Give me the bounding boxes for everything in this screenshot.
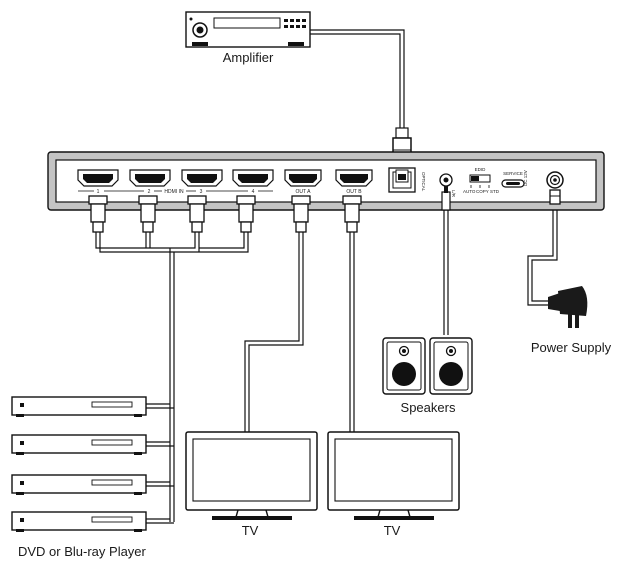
hdmi-in-1-port [77,169,119,187]
player-4 [11,511,147,532]
service-usb-port [501,179,525,188]
hdmi-out-b-port [335,169,373,187]
out-b-cable [349,232,355,432]
sources-label: DVD or Blu-ray Player [18,544,147,559]
hdmi-plug-in-1 [88,195,108,233]
speaker-right [429,337,473,395]
hdmi-in-title: HDMI IN [164,189,184,195]
amplifier-label: Amplifier [223,50,274,65]
hdmi-plug-in-3 [187,195,207,233]
hdmi-input-cables [95,232,249,522]
player-2 [11,434,147,455]
hdmi-plug-out-b [342,195,362,233]
edid-switch [469,174,491,188]
player-3 [11,474,147,495]
hdmi-plugs [88,195,362,233]
edid-label: EDID [475,167,487,172]
speaker-left [382,337,426,395]
dc-power-port [546,171,564,205]
cables [95,29,558,524]
power-adapter [548,286,588,328]
hdmi-out-a-port [284,169,322,187]
player-cables [146,403,174,524]
hdmi-in-3-label: 3 [200,189,203,195]
service-label: SERVICE [503,171,523,176]
hdmi-in-4-port [232,169,274,187]
edid-copy-label: COPY [476,189,489,194]
tv-a-label: TV [242,523,259,538]
hdmi-in-3-port [181,169,223,187]
out-a-label: OUT A [296,189,312,195]
power-supply-label: Power Supply [531,340,612,355]
player-1 [11,396,147,417]
optical-label: OPTICAL [421,172,426,192]
out-a-cable [244,232,304,432]
tv-b [327,431,460,520]
speakers-label: Speakers [401,400,456,415]
speaker-cable [443,210,449,335]
power-cable [527,205,558,306]
tv-a [185,431,318,520]
hdmi-in-1-label: 1 [97,189,100,195]
tv-b-label: TV [384,523,401,538]
optical-cable [304,29,405,128]
hdmi-plug-out-a [291,195,311,233]
out-b-label: OUT B [346,189,362,195]
amplifier [185,11,311,48]
edid-std-label: STD [490,189,500,194]
hdmi-in-2-port [129,169,171,187]
dc-12v-label: DC 12V [523,170,528,186]
hdmi-in-4-label: 4 [252,189,255,195]
hdmi-plug-in-2 [138,195,158,233]
hdmi-plug-in-4 [236,195,256,233]
lr-audio-jack [439,173,453,211]
hdmi-in-2-label: 2 [148,189,151,195]
lr-label: L/R [451,190,456,198]
optical-port [388,167,416,193]
edid-auto-label: AUTO [463,189,476,194]
